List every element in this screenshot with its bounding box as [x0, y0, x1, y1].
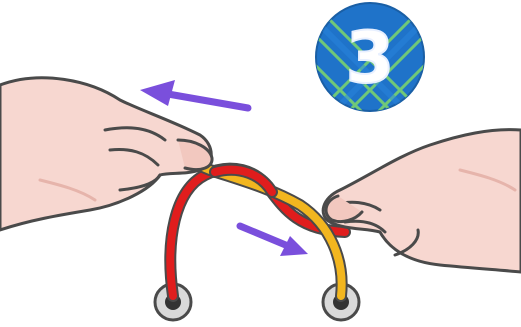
right-hand	[323, 130, 521, 272]
step-number: 3	[346, 17, 395, 99]
arrow-icon-upper-left	[140, 80, 248, 108]
arrow-icon-lower-right	[240, 226, 308, 256]
